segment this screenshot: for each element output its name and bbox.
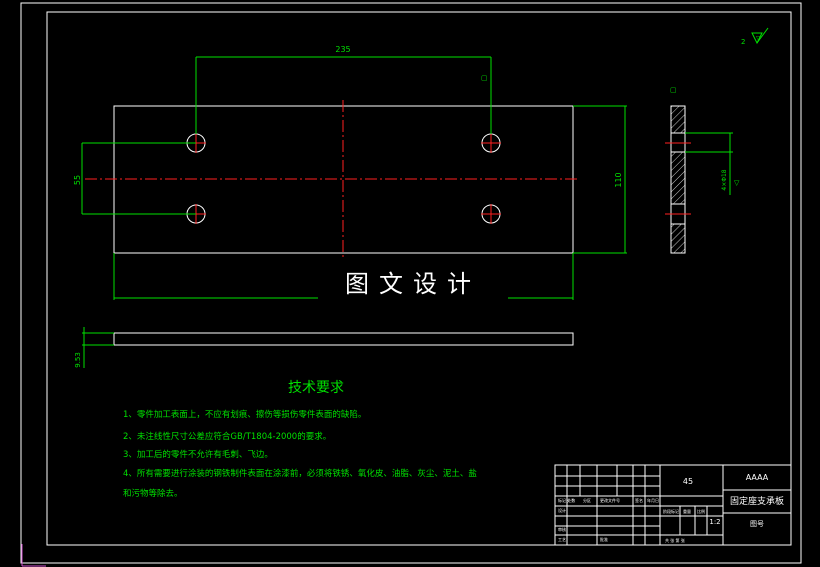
tb-small-0: 标记 处数 — [558, 497, 575, 503]
tb-small-3: 签名 — [635, 497, 643, 503]
title-material: 45 — [683, 477, 693, 486]
dim-55-label: 55 — [73, 175, 82, 185]
tb-small-6: 审核 — [558, 526, 566, 532]
side-dim-label: 4×Φ18 — [721, 169, 728, 190]
tech-item-4: 4、所有需要进行涂装的钢铁制件表面在涂漆前，必须将铁锈、氧化皮、油脂、灰尘、泥土… — [123, 468, 477, 479]
ucs-icon — [21, 544, 46, 567]
side-section-view — [665, 105, 733, 254]
tech-item-1: 1、零件加工表面上，不应有划痕、擦伤等损伤零件表面的缺陷。 — [123, 409, 366, 420]
tb-small-1: 分区 — [583, 497, 591, 503]
tb-small-7: 工艺 — [558, 537, 566, 542]
side-roughness: ▽ — [734, 179, 740, 187]
title-scale: 1:2 — [709, 518, 720, 526]
tech-item-2: 2、未注线性尺寸公差应符合GB/T1804-2000的要求。 — [123, 431, 331, 442]
tb-small-4: 年月日 — [647, 497, 659, 503]
outer-frame — [20, 2, 802, 564]
inner-frame — [46, 11, 792, 546]
title-part-name: 固定座支承板 — [730, 495, 784, 507]
tech-title: 技术要求 — [288, 380, 344, 396]
tb-small-8: 批准 — [600, 536, 608, 542]
title-block — [554, 464, 792, 546]
roughness-side-symbol: ▢ — [670, 86, 677, 94]
tech-item-5: 和污物等除去。 — [123, 488, 183, 499]
tb-small-11: 比例 — [697, 508, 705, 514]
tech-item-3: 3、加工后的零件不允许有毛刺、飞边。 — [123, 449, 273, 460]
title-drawing-no: 图号 — [750, 520, 764, 528]
watermark-text: 图文设计 — [318, 262, 508, 306]
corner-roughness-text: ▽ — [756, 35, 761, 42]
dim-thickness-label: 9.53 — [74, 352, 82, 368]
dim-110-label: 110 — [614, 172, 623, 187]
roughness-top-symbol: ▢ — [481, 74, 488, 82]
tb-small-12: 共 张 第 张 — [665, 537, 685, 543]
roughness-corner-symbol: 2 — [741, 27, 769, 46]
tb-small-2: 更改文件号 — [600, 497, 620, 503]
dimension-hole-spacing-h — [195, 56, 492, 134]
svg-text:2: 2 — [741, 38, 745, 46]
dimension-height — [573, 105, 627, 254]
tb-small-5: 设计 — [558, 507, 566, 513]
title-company: AAAA — [746, 473, 769, 482]
tb-small-10: 重量 — [683, 508, 691, 514]
dimension-thickness — [82, 327, 114, 368]
plate-top-view — [113, 332, 574, 346]
dimension-hole-spacing-v — [81, 142, 196, 215]
tb-small-9: 阶段标记 — [663, 508, 679, 514]
dim-235-label: 235 — [335, 45, 350, 54]
